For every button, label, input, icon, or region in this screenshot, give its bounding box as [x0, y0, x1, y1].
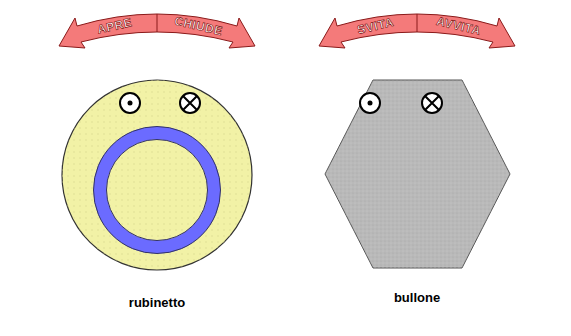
banner-shape	[57, 8, 257, 54]
bolt-hexagon	[325, 80, 510, 268]
cross-symbol	[180, 93, 200, 113]
banner-outline	[319, 14, 515, 48]
banner-divider	[417, 14, 418, 32]
dot-symbol	[360, 93, 380, 113]
arrow-banner: APRECHIUDE	[57, 8, 257, 54]
dot-symbol	[120, 93, 140, 113]
banner-outline	[59, 14, 255, 48]
banner-divider	[157, 14, 158, 32]
arrow-banner: SVITAAVVITA	[317, 8, 517, 54]
caption-label: rubinetto	[129, 295, 185, 310]
banner-shape	[317, 8, 517, 54]
caption-label: bullone	[394, 290, 440, 305]
faucet-knob	[62, 80, 252, 270]
cross-symbol	[422, 93, 442, 113]
